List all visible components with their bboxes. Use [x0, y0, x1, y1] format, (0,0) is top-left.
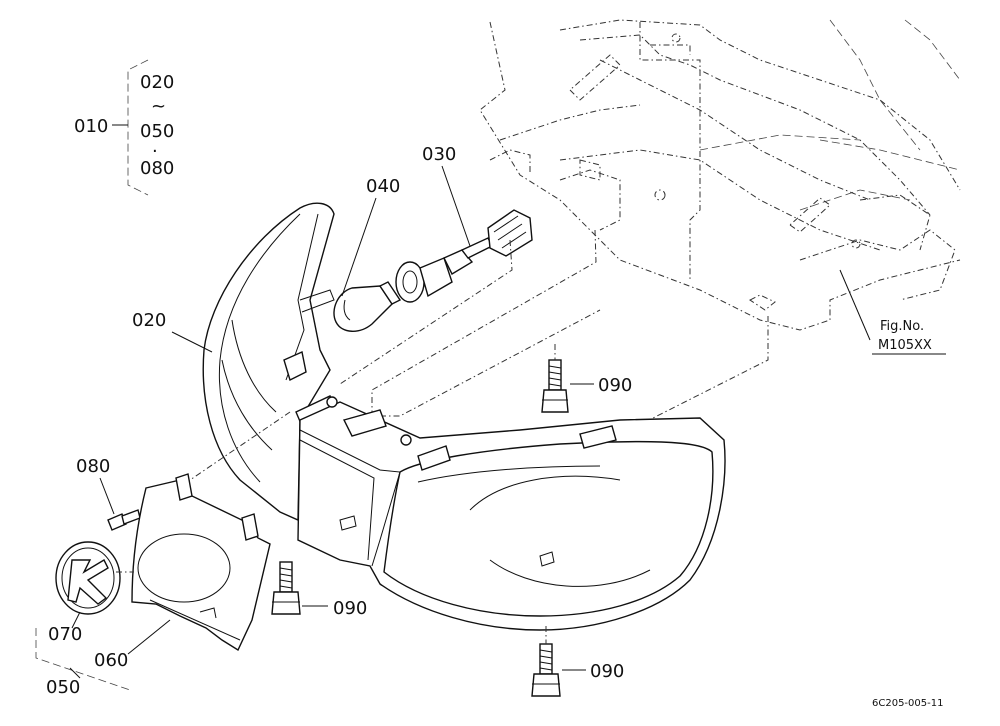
callout-060: 060	[94, 650, 128, 671]
callout-040: 040	[366, 176, 400, 197]
emblem-070	[55, 541, 121, 615]
group-bracket-010: 010 020 ~ 050 · 080	[74, 59, 174, 196]
callout-030: 030	[422, 144, 456, 165]
drawing-code: 6C205-005-11	[872, 698, 943, 709]
callout-020-group: 020	[140, 72, 174, 93]
bolt-090-top	[541, 344, 569, 413]
bulb-040	[333, 281, 402, 332]
screw-080	[107, 509, 141, 531]
callout-090-bottom: 090	[590, 661, 624, 682]
fig-number: M105XX	[878, 338, 932, 353]
callout-090-top: 090	[598, 375, 632, 396]
group-bracket-050	[35, 628, 131, 691]
bolt-090-left	[271, 561, 301, 615]
callout-020: 020	[132, 310, 166, 331]
range-tilde: ~	[151, 96, 166, 117]
callout-050-group: 050	[140, 121, 174, 142]
cover-plate-060	[131, 473, 271, 652]
headlamp-assembly	[297, 396, 726, 631]
callout-010: 010	[74, 116, 108, 137]
callout-080: 080	[76, 456, 110, 477]
headlamp-housing-020	[202, 202, 337, 522]
fig-label: Fig.No.	[880, 319, 924, 334]
frame-background	[479, 19, 961, 331]
separator-dot: ·	[152, 141, 158, 162]
bolt-090-bottom	[531, 626, 561, 697]
callout-070: 070	[48, 624, 82, 645]
callout-080-group: 080	[140, 158, 174, 179]
figure-reference: Fig.No. M105XX	[839, 269, 946, 355]
callout-050: 050	[46, 677, 80, 698]
socket-harness-030	[395, 209, 533, 303]
callout-090-left: 090	[333, 598, 367, 619]
